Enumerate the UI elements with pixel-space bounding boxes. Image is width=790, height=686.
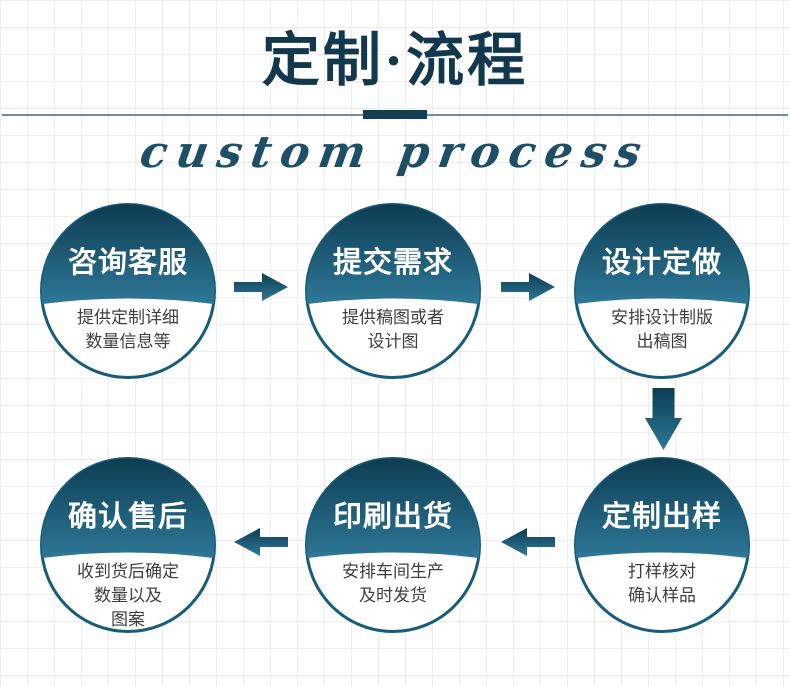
step-description: 安排车间生产 及时发货	[342, 562, 444, 605]
step-description: 安排设计制版 出稿图	[611, 308, 713, 351]
step-description: 提供稿图或者 设计图	[342, 308, 444, 351]
arrow-left-icon	[234, 528, 288, 556]
title-divider-line	[2, 110, 788, 119]
arrow-down-icon	[645, 388, 682, 450]
step-title: 咨询客服	[67, 247, 188, 279]
circle-graphic	[40, 457, 216, 633]
circle-graphic	[574, 203, 750, 379]
page-subtitle-english: custom process	[136, 127, 654, 178]
step-circle-print-ship: 印刷出货 安排车间生产 及时发货	[303, 455, 483, 635]
circle-graphic	[305, 203, 481, 379]
step-circle-custom-sample: 定制出样 打样核对 确认样品	[572, 455, 752, 635]
step-description: 提供定制详细 数量信息等	[77, 308, 179, 351]
step-title: 提交需求	[332, 247, 453, 279]
circle-graphic	[574, 457, 750, 633]
step-description: 收到货后确定 数量以及 图案	[77, 562, 179, 629]
step-title: 印刷出货	[332, 501, 453, 533]
arrow-right-icon	[501, 273, 555, 301]
step-title: 确认售后	[67, 501, 188, 533]
step-description: 打样核对 确认样品	[628, 562, 696, 605]
step-title: 定制出样	[601, 501, 722, 533]
arrow-left-icon	[501, 528, 555, 556]
title-divider-accent-bar	[363, 110, 427, 119]
step-circle-confirm-aftersale: 确认售后 收到货后确定 数量以及 图案	[38, 455, 218, 635]
step-circle-consult-service: 咨询客服 提供定制详细 数量信息等	[38, 201, 218, 381]
page-title: 定制·流程	[261, 28, 529, 93]
circle-graphic	[40, 203, 216, 379]
step-title: 设计定做	[601, 247, 722, 279]
circle-graphic	[305, 457, 481, 633]
step-circle-submit-requirements: 提交需求 提供稿图或者 设计图	[303, 201, 483, 381]
arrow-right-icon	[234, 273, 288, 301]
step-circle-design-customize: 设计定做 安排设计制版 出稿图	[572, 201, 752, 381]
